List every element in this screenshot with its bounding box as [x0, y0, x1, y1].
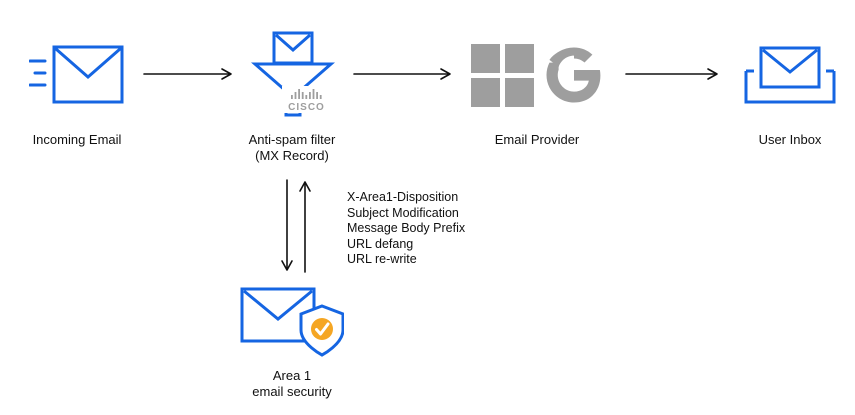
node-anti-spam-filter: CISCO Anti-spam filter (MX Record): [237, 30, 347, 165]
node-label-incoming-email: Incoming Email: [32, 132, 122, 147]
google-logo-icon: [546, 47, 600, 103]
area1-email-security-icon: [240, 287, 344, 357]
annotation-line-5: URL re-write: [347, 252, 417, 266]
anti-spam-filter-icon: CISCO: [250, 31, 336, 117]
user-inbox-icon: [744, 46, 836, 104]
arrow-provider-to-inbox-icon: [625, 68, 718, 80]
node-label-anti-spam-filter: Anti-spam filter (MX Record): [249, 132, 336, 165]
node-label-area1: Area 1 email security: [252, 368, 331, 401]
area1-icon-area: [240, 282, 344, 360]
cisco-bars: [291, 89, 322, 99]
node-user-inbox: User Inbox: [734, 30, 846, 148]
node-incoming-email: Incoming Email: [17, 30, 137, 148]
email-provider-icon-area: [470, 30, 604, 120]
incoming-email-icon: [29, 45, 124, 104]
annotation-line-1: X-Area1-Disposition: [347, 190, 459, 204]
annotation-line-3: Message Body Prefix: [347, 221, 466, 235]
arrow-area1-to-filter-icon: [299, 181, 311, 273]
area1-title: Area 1: [272, 368, 312, 383]
user-inbox-icon-area: [744, 30, 836, 120]
cisco-wordmark: CISCO: [288, 102, 325, 113]
anti-spam-filter-icon-area: CISCO: [248, 30, 336, 120]
cisco-logo-icon: CISCO: [282, 86, 330, 113]
annotation-list: X-Area1-Disposition Subject Modification…: [347, 190, 465, 268]
tray-icon: [744, 69, 836, 104]
microsoft-logo-icon: [470, 43, 534, 107]
incoming-email-icon-area: [29, 30, 125, 120]
anti-spam-filter-title: Anti-spam filter: [248, 132, 336, 147]
annotation-line-4: URL defang: [347, 236, 414, 251]
arrow-filter-to-area1-icon: [281, 179, 293, 271]
provider-logos: [470, 43, 604, 107]
speed-lines-icon: [29, 59, 47, 87]
node-label-user-inbox: User Inbox: [758, 132, 822, 147]
arrow-incoming-to-filter-icon: [143, 68, 232, 80]
check-badge-icon: [311, 318, 333, 340]
anti-spam-filter-subtitle: (MX Record): [255, 148, 329, 164]
checkmark-icon: [315, 322, 330, 336]
node-label-email-provider: Email Provider: [494, 132, 580, 147]
arrow-filter-to-provider-icon: [353, 68, 451, 80]
annotation-line-2: Subject Modification: [347, 205, 459, 220]
node-email-provider: Email Provider: [452, 30, 622, 148]
node-area1-email-security: Area 1 email security: [237, 282, 347, 401]
area1-subtitle: email security: [252, 384, 332, 400]
